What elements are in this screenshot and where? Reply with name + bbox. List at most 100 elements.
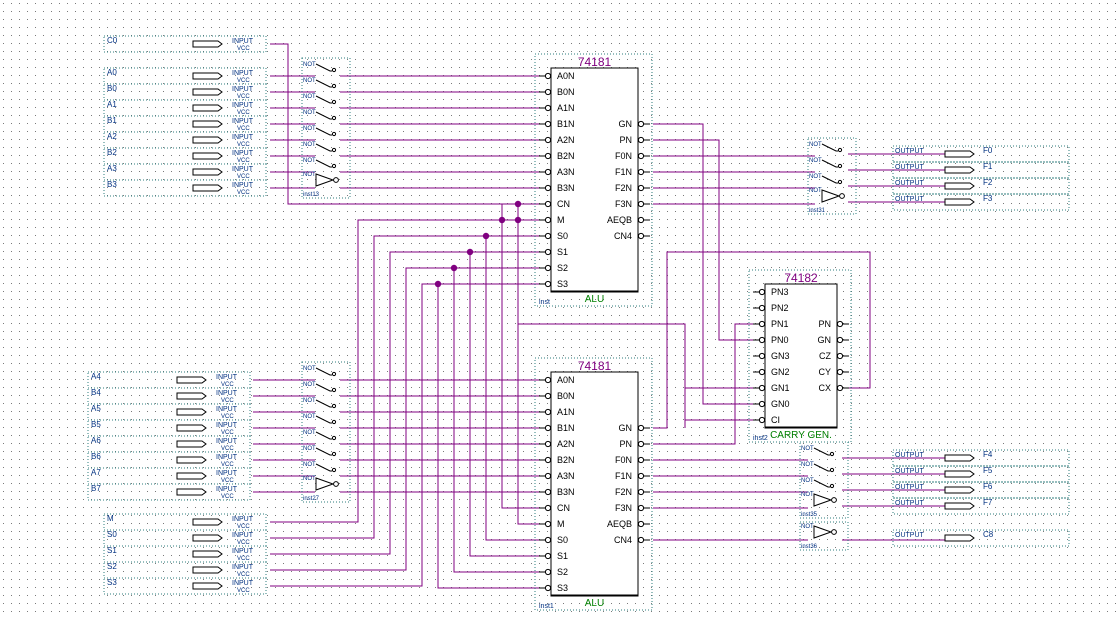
pin-label: A0N — [557, 71, 575, 81]
pin-type: INPUT — [232, 70, 254, 77]
pin-type: OUTPUT — [895, 452, 925, 459]
pin-name: F7 — [983, 498, 993, 507]
pin-sub: VCC — [237, 556, 250, 562]
gate-type: NOT — [303, 462, 316, 468]
alu-chip-top[interactable]: 74181A0NB0NA1NB1NA2NB2NA3NB3NCNMS0S1S2S3… — [534, 53, 653, 307]
pin-bubble-icon — [637, 520, 645, 528]
pin-label: F3N — [615, 503, 632, 513]
pin-bubble-icon — [637, 184, 645, 192]
pin-bubble-icon — [637, 120, 645, 128]
pin-label: PN — [619, 439, 632, 449]
pin-name: B2 — [107, 148, 117, 157]
instance-name: inst13 — [303, 192, 320, 198]
pin-label: B0N — [557, 87, 575, 97]
pin-sub: VCC — [237, 572, 250, 578]
pin-bubble-icon — [758, 304, 766, 312]
pin-frame — [103, 179, 267, 197]
pin-bubble-icon — [836, 336, 844, 344]
pin-bubble-icon — [544, 216, 552, 224]
alu-chip-bottom[interactable]: 74181A0NB0NA1NB1NA2NB2NA3NB3NCNMS0S1S2S3… — [534, 357, 653, 611]
gate-type: NOT — [809, 158, 822, 164]
input-arrow-icon — [192, 136, 223, 144]
pin-label: F1N — [615, 167, 632, 177]
inversion-bubble-icon — [331, 467, 337, 473]
inversion-bubble-icon — [837, 179, 843, 185]
not-gate-icon — [315, 127, 332, 136]
wire-control-bottom — [453, 268, 543, 573]
output-pin-c8[interactable]: OUTPUT C8 — [892, 529, 1070, 547]
gate-type: NOT — [303, 414, 316, 420]
gate-type: NOT — [801, 524, 814, 530]
pin-bubble-icon — [544, 376, 552, 384]
pin-label: PN1 — [771, 319, 789, 329]
part-number: 74181 — [578, 55, 612, 69]
gate-type: NOT — [303, 476, 316, 482]
chip-label: CARRY GEN. — [770, 430, 832, 441]
pin-bubble-icon — [544, 120, 552, 128]
junction-dot — [482, 232, 490, 240]
pin-type: INPUT — [232, 548, 254, 555]
pin-sub: VCC — [221, 414, 234, 420]
inversion-bubble-icon — [331, 371, 337, 377]
gate-type: NOT — [303, 62, 316, 68]
pin-name: S0 — [107, 530, 117, 539]
pin-label: A2N — [557, 439, 575, 449]
gate-type: NOT — [303, 94, 316, 100]
not-gate-icon — [315, 159, 332, 168]
pin-label: B1N — [557, 119, 575, 129]
gate-type: NOT — [303, 398, 316, 404]
pin-type: OUTPUT — [895, 532, 925, 539]
input-arrow-icon — [192, 566, 223, 574]
pin-label: CY — [818, 367, 831, 377]
output-arrow-icon — [944, 534, 975, 542]
pin-label: S1 — [557, 551, 568, 561]
pin-bubble-icon — [758, 416, 766, 424]
pin-label: A0N — [557, 375, 575, 385]
input-arrow-icon — [192, 72, 223, 80]
input-arrow-icon — [192, 550, 223, 558]
inversion-bubble-icon — [837, 163, 843, 169]
pin-label: CZ — [819, 351, 831, 361]
pin-name: C8 — [983, 530, 994, 539]
pin-sub: VCC — [237, 588, 250, 594]
inversion-bubble-icon — [839, 193, 845, 199]
pin-bubble-icon — [544, 456, 552, 464]
pin-bubble-icon — [758, 352, 766, 360]
not-gate-icon — [821, 159, 838, 168]
pin-sub: VCC — [221, 382, 234, 388]
pin-name: S3 — [107, 578, 117, 587]
pin-bubble-icon — [637, 168, 645, 176]
pin-label: B2N — [557, 151, 575, 161]
pin-name: B7 — [91, 484, 101, 493]
pin-sub: VCC — [237, 46, 250, 52]
pin-label: A3N — [557, 167, 575, 177]
pin-label: B3N — [557, 487, 575, 497]
junction-dot — [514, 200, 522, 208]
pin-type: OUTPUT — [895, 180, 925, 187]
wire-control-top — [270, 235, 543, 539]
carry-generator-chip[interactable]: 74182PN3PN2PN1PN0GN3GN2GN1GN0CIPNGNCZCYC… — [748, 269, 852, 443]
pin-label: PN3 — [771, 287, 789, 297]
pin-bubble-icon — [758, 336, 766, 344]
pin-type: INPUT — [216, 422, 238, 429]
pin-label: S2 — [557, 263, 568, 273]
not-gate-icon — [315, 95, 332, 104]
